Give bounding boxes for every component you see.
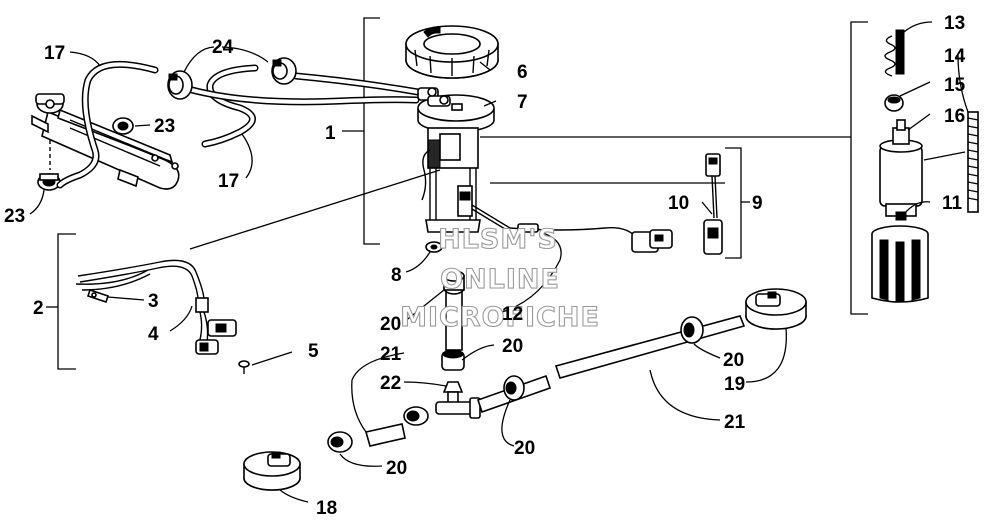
leader-pump-16 (923, 151, 966, 161)
callout-24: 24 (212, 37, 234, 58)
pump-flange (417, 87, 495, 133)
callout-17-bottom: 17 (218, 171, 239, 192)
assembly-bracket-9 (725, 147, 750, 259)
callout-17-top: 17 (44, 43, 65, 64)
callout-11: 11 (942, 193, 963, 214)
callout-21-left: 21 (380, 344, 402, 365)
callout-9: 9 (752, 193, 763, 214)
harness-connector-4 (195, 319, 237, 355)
harness-terminal-3 (86, 288, 110, 304)
callout-numbers: 1 2 3 4 5 6 7 8 9 10 11 12 13 14 15 16 1… (4, 13, 966, 519)
callout-20-bottom: 20 (386, 458, 407, 479)
sender-wire (471, 204, 673, 253)
callout-20-mid: 20 (502, 336, 523, 357)
callout-10: 10 (668, 193, 689, 214)
callout-20-lower: 20 (514, 438, 535, 459)
vent-tube-20-right (476, 374, 552, 414)
callout-19: 19 (724, 374, 745, 395)
harness-screw-5 (238, 360, 250, 374)
callout-4: 4 (148, 324, 159, 345)
watermark: HLSM'S ONLINE MICROFICHE (400, 223, 600, 333)
callout-23-upper: 23 (154, 116, 175, 137)
grommet-15 (884, 94, 904, 112)
pump-module-body (421, 127, 481, 233)
callout-12: 12 (502, 304, 523, 325)
hose-cap-20-right (680, 316, 704, 344)
pickup-18 (243, 451, 301, 491)
callout-6: 6 (517, 62, 528, 83)
callout-22: 22 (380, 373, 401, 394)
watermark-line-3: MICROFICHE (400, 302, 600, 333)
callout-15: 15 (944, 75, 966, 96)
hose-clamp-24-right (271, 57, 297, 85)
hose-cap-20-lower (327, 431, 353, 453)
callout-20-top: 20 (380, 314, 401, 335)
pump-filter-11 (871, 225, 929, 303)
callout-16: 16 (944, 106, 965, 127)
watermark-line-1: HLSM'S (438, 224, 558, 255)
sender-connector (631, 229, 673, 253)
callout-14: 14 (944, 46, 966, 67)
callout-21-right: 21 (724, 412, 746, 433)
filter-cap (425, 241, 443, 253)
leader-harness-to-pump (189, 169, 441, 250)
hose-cap-20-mid (441, 349, 465, 371)
callout-8: 8 (391, 265, 402, 286)
hose-clamp-24-left (167, 70, 193, 100)
callout-leaders (29, 21, 969, 503)
watermark-line-2: ONLINE (440, 264, 560, 295)
callout-3: 3 (148, 291, 159, 312)
callout-2: 2 (33, 298, 44, 319)
wiring-harness-2 (75, 259, 250, 374)
assembly-bracket-2 (46, 233, 76, 370)
hose-cap-20-left (403, 406, 429, 426)
callout-23-left: 23 (4, 206, 25, 227)
callout-7: 7 (517, 92, 528, 113)
pump-spring-14 (967, 111, 979, 213)
fuel-rail (31, 93, 180, 191)
callout-1: 1 (325, 123, 336, 144)
vent-tube-short (364, 423, 406, 447)
callout-5: 5 (308, 341, 319, 362)
tee-fitting-22 (435, 381, 481, 419)
callout-18: 18 (316, 498, 337, 519)
lock-ring (405, 25, 499, 79)
hose-clamp-23-upper (112, 117, 134, 135)
hose-clamp-23-lower (37, 173, 61, 191)
assembly-bracket-pump (480, 21, 868, 315)
assembly-bracket-1 (342, 17, 380, 245)
fuel-pump-16 (879, 119, 923, 221)
callout-13: 13 (944, 13, 965, 34)
pickup-19 (745, 288, 807, 330)
jumper-harness-10 (703, 153, 723, 255)
callout-20-right: 20 (723, 350, 744, 371)
fuel-hose-17 (56, 60, 422, 189)
hose-cap-20-top (443, 270, 465, 295)
pump-spring-13 (884, 29, 905, 77)
